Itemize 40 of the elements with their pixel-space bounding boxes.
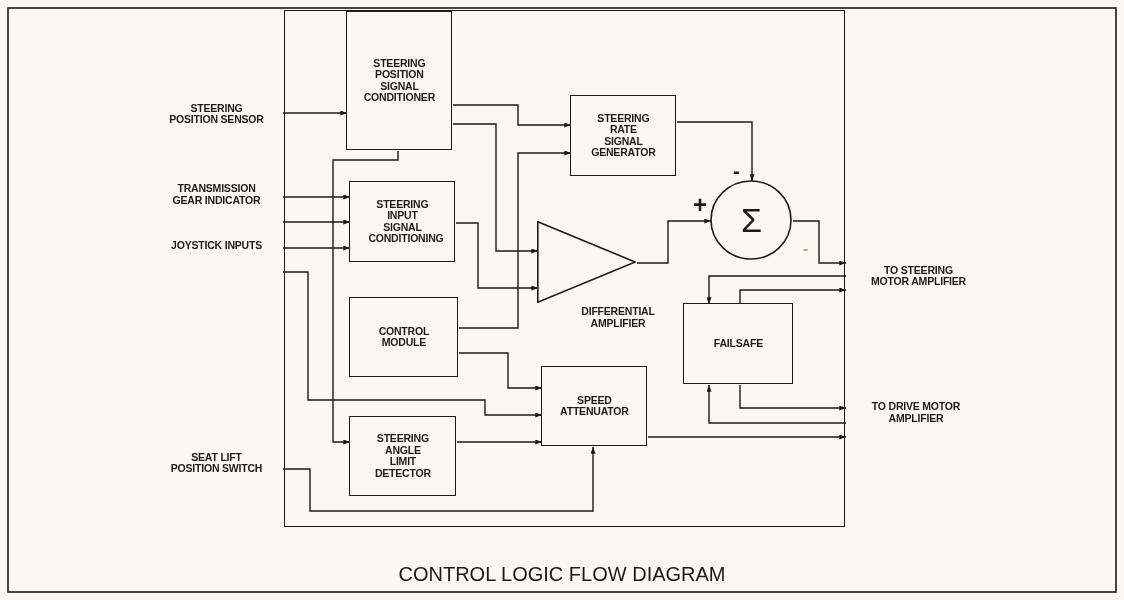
arrow [282,110,348,116]
process-box: STEERING INPUT SIGNAL CONDITIONING [349,181,456,263]
arrow [458,352,543,391]
diagram-title: CONTROL LOGIC FLOW DIAGRAM [397,563,727,586]
arrow [456,439,543,445]
signal-label: STEERING POSITION SENSOR [150,100,283,128]
signal-label: TO DRIVE MOTOR AMPLIFIER [846,398,976,444]
process-box: CONTROL MODULE [349,297,459,378]
arrow [792,220,847,266]
signal-label: JOYSTICK INPUTS [150,216,283,276]
signal-label: SEAT LIFT POSITION SWITCH [150,452,283,474]
summing-junction-circle: Σ [710,180,793,261]
arrow [647,434,847,440]
arrow [739,287,847,305]
arrow [282,271,543,418]
arrow [676,121,755,182]
arrow [455,222,539,291]
arrow [332,150,399,445]
arrow [282,446,596,512]
arrow [458,150,572,329]
arrow [706,275,847,305]
arrow [452,104,572,128]
process-box: STEERING POSITION SIGNAL CONDITIONER [346,11,453,151]
process-box: STEERING RATE SIGNAL GENERATOR [570,95,677,177]
arrow [282,245,351,251]
process-box: FAILSAFE [683,303,794,385]
arrow [739,384,847,411]
process-box: SPEED ATTENUATOR [541,366,648,447]
process-box: STEERING ANGLE LIMIT DETECTOR [349,416,457,497]
control-unit-frame [284,10,845,527]
arrow [282,194,351,200]
arrow [706,384,847,424]
sign-label: - [803,240,809,258]
signal-label: TRANSMISSION GEAR INDICATOR [150,180,283,214]
amplifier-label: DIFFERENTIAL AMPLIFIER [580,306,656,329]
amplifier-triangle [537,221,637,304]
arrow [636,218,712,264]
signal-label: TO STEERING MOTOR AMPLIFIER [846,256,981,296]
arrow [282,219,351,225]
arrow [452,123,539,254]
